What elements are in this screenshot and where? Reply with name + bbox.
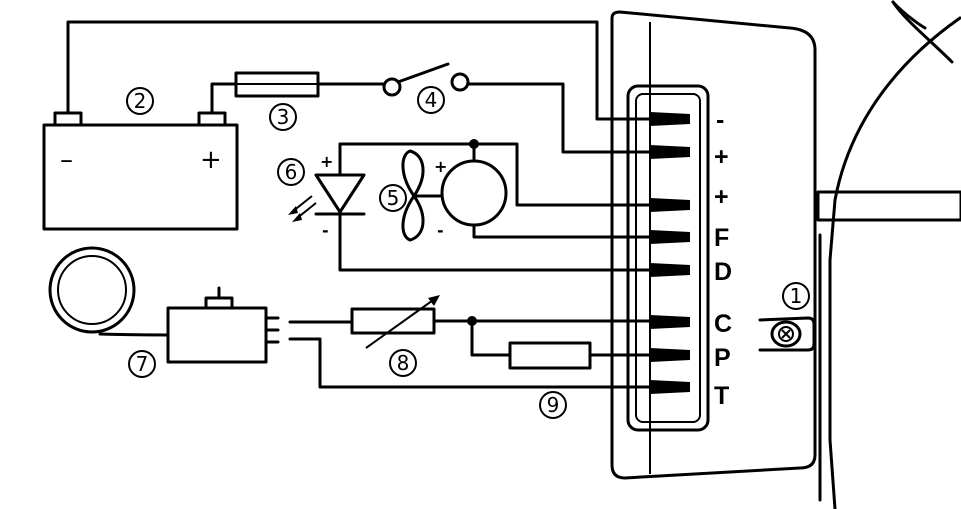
compressor-body xyxy=(816,0,961,509)
terminal-label-plus-2: + xyxy=(714,183,729,211)
terminal-pins xyxy=(650,112,690,394)
battery-plus-sign: + xyxy=(200,145,222,175)
fan-minus-sign: - xyxy=(437,221,444,240)
main-switch xyxy=(382,62,470,97)
control-unit-housing xyxy=(610,10,817,480)
callouts: 1 2 3 4 5 6 7 8 9 xyxy=(126,86,810,419)
wire-fan-minus xyxy=(472,223,652,239)
wire-positive xyxy=(210,82,238,115)
svg-text:4: 4 xyxy=(425,88,438,112)
callout-4: 4 xyxy=(417,86,445,114)
terminal-label-d: D xyxy=(714,258,732,286)
terminal-label-p: P xyxy=(714,344,731,372)
callout-1: 1 xyxy=(782,282,810,310)
led-indicator: + - xyxy=(288,142,652,272)
wire-thermostat-t xyxy=(288,337,652,389)
battery-minus-sign: – xyxy=(60,145,73,175)
terminal-label-f: F xyxy=(714,224,729,252)
wire-fan-plus xyxy=(472,142,652,207)
svg-text:5: 5 xyxy=(387,186,400,210)
thermostat xyxy=(48,246,280,364)
terminal-labels: - + + F D C P T xyxy=(714,106,732,410)
svg-text:2: 2 xyxy=(134,89,147,113)
callout-2: 2 xyxy=(126,87,154,115)
fan-motor: + - xyxy=(401,149,508,242)
svg-text:1: 1 xyxy=(790,284,803,308)
terminal-label-minus: - xyxy=(716,106,724,134)
mounting-screw xyxy=(758,316,816,352)
svg-text:9: 9 xyxy=(547,393,560,417)
callout-8: 8 xyxy=(389,349,417,377)
wire-negative xyxy=(66,20,652,121)
svg-text:7: 7 xyxy=(136,352,149,376)
callout-5: 5 xyxy=(379,184,407,212)
terminal-label-t: T xyxy=(714,382,729,410)
led-minus-sign: - xyxy=(322,221,329,240)
terminal-label-plus-1: + xyxy=(714,143,729,171)
callout-6: 6 xyxy=(277,158,305,186)
variable-resistor xyxy=(350,295,440,349)
svg-text:6: 6 xyxy=(285,160,298,184)
callout-7: 7 xyxy=(128,350,156,378)
battery: – + xyxy=(42,111,239,231)
callout-9: 9 xyxy=(539,391,567,419)
svg-text:8: 8 xyxy=(397,351,410,375)
svg-text:3: 3 xyxy=(277,105,290,129)
led-plus-sign: + xyxy=(320,152,333,171)
resistor xyxy=(508,341,592,370)
fan-plus-sign: + xyxy=(434,157,447,176)
callout-3: 3 xyxy=(269,103,297,131)
terminal-label-c: C xyxy=(714,310,732,338)
